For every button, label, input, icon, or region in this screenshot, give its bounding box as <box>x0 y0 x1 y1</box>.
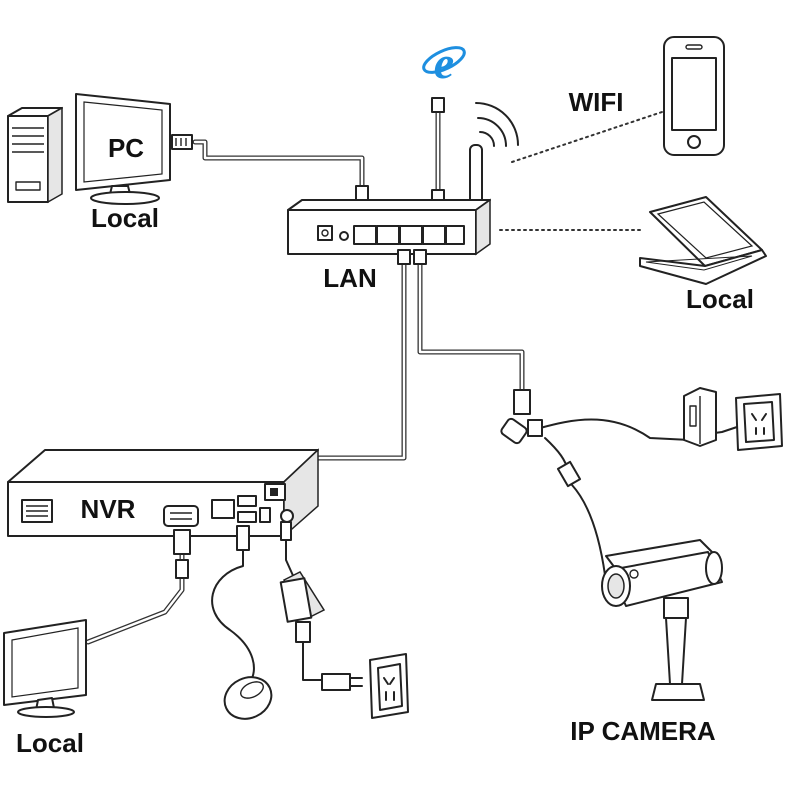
laptop-icon <box>639 196 767 285</box>
laptop-local-label: Local <box>686 284 754 314</box>
monitor-icon <box>75 93 171 205</box>
wall-outlet-icon <box>369 653 409 719</box>
wall-outlet-icon <box>735 393 783 451</box>
nvr-label: NVR <box>81 494 136 524</box>
nvr-icon <box>7 448 319 538</box>
monitor-icon <box>3 619 87 718</box>
router-icon <box>287 102 519 265</box>
power-adapter-icon <box>279 571 363 691</box>
camera-splitter-icon <box>500 389 582 488</box>
lan-label: LAN <box>323 263 376 293</box>
internet-explorer-icon: e <box>422 37 466 88</box>
mouse-icon <box>223 676 273 720</box>
ip-camera-icon <box>601 539 723 701</box>
monitor-local-label: Local <box>16 728 84 758</box>
vga-plug-icon <box>173 529 191 579</box>
wifi-link-line <box>511 111 663 163</box>
pc-local-label: Local <box>91 203 159 233</box>
rj45-plug-icon <box>355 97 445 207</box>
power-adapter-icon <box>683 387 717 447</box>
rj45-plug-icon <box>171 134 193 150</box>
ip-camera-label: IP CAMERA <box>570 716 716 746</box>
smartphone-icon <box>663 36 725 156</box>
usb-plug-icon <box>236 525 250 551</box>
dc-plug-icon <box>280 521 292 541</box>
svg-text:e: e <box>434 37 454 88</box>
wifi-label: WIFI <box>569 87 624 117</box>
desktop-tower-icon <box>7 106 63 204</box>
pc-label: PC <box>108 133 144 163</box>
